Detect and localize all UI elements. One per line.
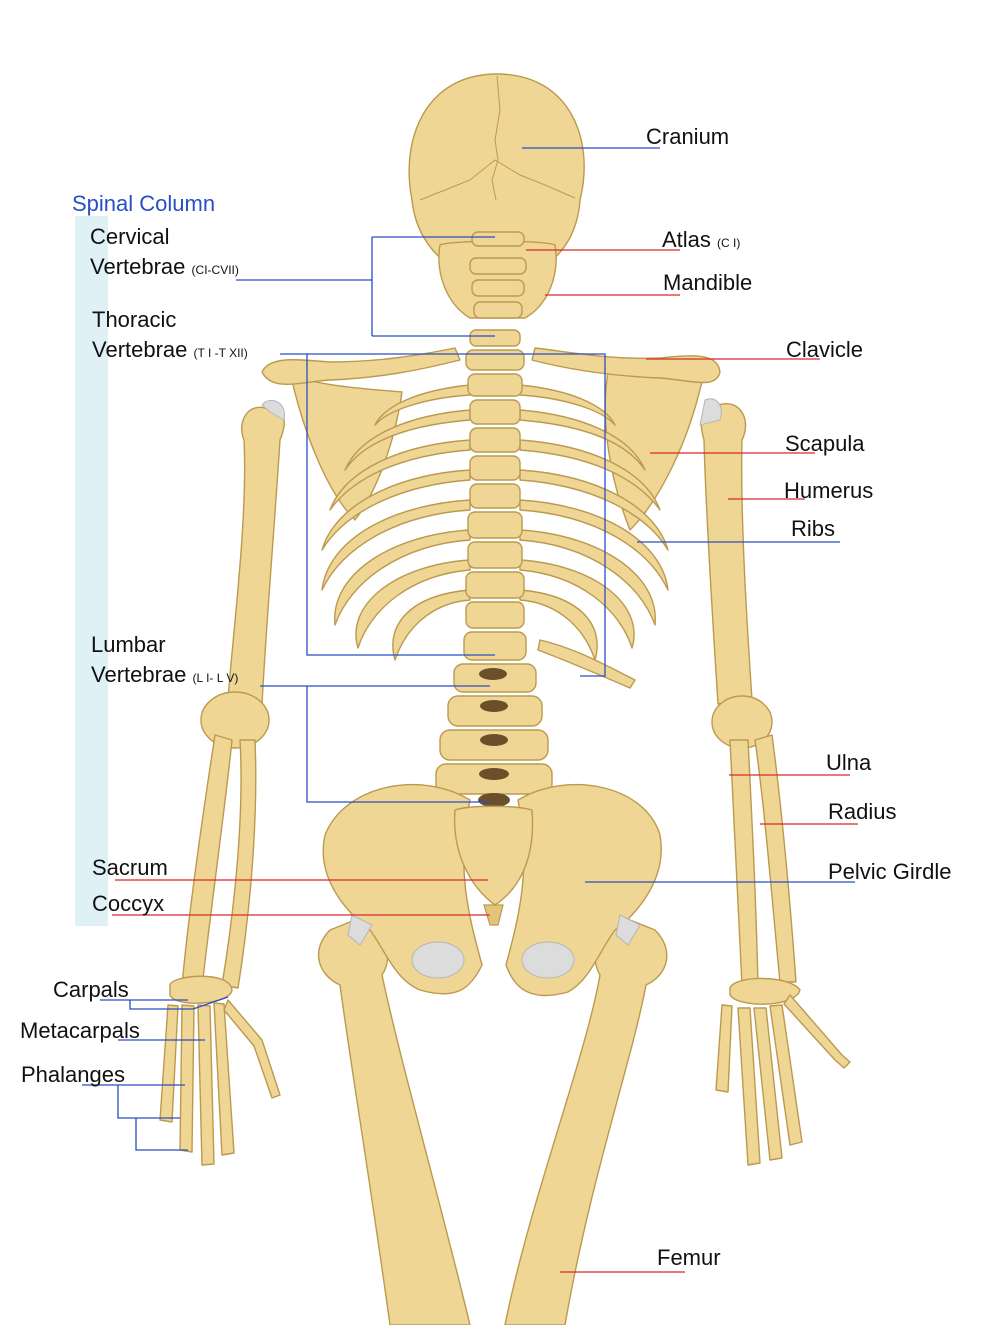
metacarpals-label: Metacarpals <box>20 1018 140 1043</box>
thoracic-leader <box>280 353 606 677</box>
thoracic-label-line1: Thoracic <box>92 307 177 332</box>
mandible-label: Mandible <box>663 270 753 295</box>
cervical-leader <box>236 236 495 337</box>
sacrum-label: Sacrum <box>92 855 168 880</box>
cranium-label: Cranium <box>646 124 730 149</box>
cervical-label-word: Vertebrae <box>90 254 186 279</box>
cervical-range: (CI-CVII) <box>191 263 239 277</box>
skull <box>408 73 585 319</box>
pelvic-girdle <box>322 783 662 997</box>
lumbar-label-line2: Vertebrae (L I- L V) <box>91 660 238 693</box>
left-arm-bones <box>159 400 286 1166</box>
clavicle-bones <box>261 347 721 385</box>
scapula-label: Scapula <box>785 431 865 456</box>
carpals-label: Carpals <box>53 977 129 1002</box>
atlas-label-word: Atlas <box>662 227 711 252</box>
femur-bones <box>317 917 668 1325</box>
thoracic-label-line2: Vertebrae (T I -T XII) <box>92 335 248 368</box>
rib-cage <box>321 384 669 689</box>
phalanges-leader <box>82 1084 188 1151</box>
femur-label: Femur <box>657 1245 721 1270</box>
clavicle-label: Clavicle <box>786 337 864 362</box>
thoracic-range: (T I -T XII) <box>193 346 248 360</box>
atlas-range: (C I) <box>717 236 741 250</box>
humerus-label: Humerus <box>784 478 874 503</box>
radius-label: Radius <box>828 799 897 824</box>
phalanges-label: Phalanges <box>21 1062 125 1087</box>
right-arm-bones <box>699 398 851 1166</box>
ribs-label: Ribs <box>791 516 836 541</box>
lumbar-label-word: Vertebrae <box>91 662 187 687</box>
lumbar-range: (L I- L V) <box>192 671 239 685</box>
cervical-label-line2: Vertebrae (CI-CVII) <box>90 252 239 285</box>
cervical-label-line1: Cervical <box>90 224 170 249</box>
thoracic-label-word: Vertebrae <box>92 337 188 362</box>
coccyx-label: Coccyx <box>92 891 165 916</box>
lumbar-label-line1: Lumbar <box>91 632 166 657</box>
scapula-bones <box>289 371 705 531</box>
spinal-column-band <box>75 216 108 926</box>
vertebral-column <box>435 329 553 807</box>
carpals-leader <box>100 996 229 1010</box>
lumbar-leader <box>260 685 490 803</box>
atlas-label: Atlas (C I) <box>662 225 740 258</box>
spinal-column-title: Spinal Column <box>72 191 216 216</box>
pelvic-girdle-label: Pelvic Girdle <box>828 859 952 884</box>
ulna-label: Ulna <box>826 750 872 775</box>
